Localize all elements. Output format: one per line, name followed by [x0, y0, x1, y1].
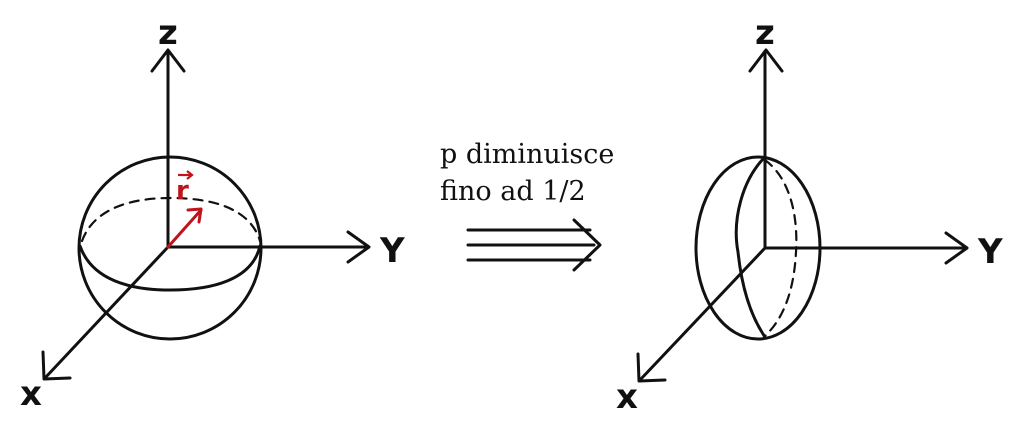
caption-line-1: p diminuisce — [440, 139, 615, 170]
left-z-arrowhead — [150, 48, 186, 73]
left-x-arrowhead — [41, 350, 72, 381]
right-z-arrowhead — [748, 48, 784, 73]
left-z-label: z — [158, 13, 178, 53]
right-z-label: z — [755, 13, 775, 53]
right-meridian-front — [734, 155, 767, 339]
left-vector-r — [166, 208, 203, 249]
right-figure — [636, 48, 969, 383]
left-x-label: x — [20, 374, 42, 414]
caption-line-2: fino ad 1/2 — [440, 176, 586, 207]
left-vector-label-group: r — [176, 170, 194, 206]
left-vector-label: r — [176, 176, 189, 206]
left-y-label: Y — [379, 231, 405, 271]
vector-over-arrowhead — [186, 170, 194, 180]
right-y-arrowhead — [944, 231, 969, 265]
right-ellipsoid — [694, 155, 822, 341]
left-figure — [41, 48, 371, 381]
implication-arrowhead — [572, 218, 602, 272]
left-y-arrowhead — [346, 230, 371, 264]
left-vector-r-arrowhead — [186, 207, 203, 224]
left-equator-back — [80, 196, 262, 243]
right-y-label: Y — [977, 232, 1003, 272]
right-meridian-back — [763, 158, 798, 338]
left-equator-front — [78, 244, 262, 292]
right-x-axis — [638, 246, 767, 382]
implication-arrow — [466, 218, 602, 272]
right-x-label: x — [616, 377, 638, 417]
right-x-arrowhead — [636, 352, 667, 383]
caption: p diminuisce fino ad 1/2 — [440, 136, 614, 210]
